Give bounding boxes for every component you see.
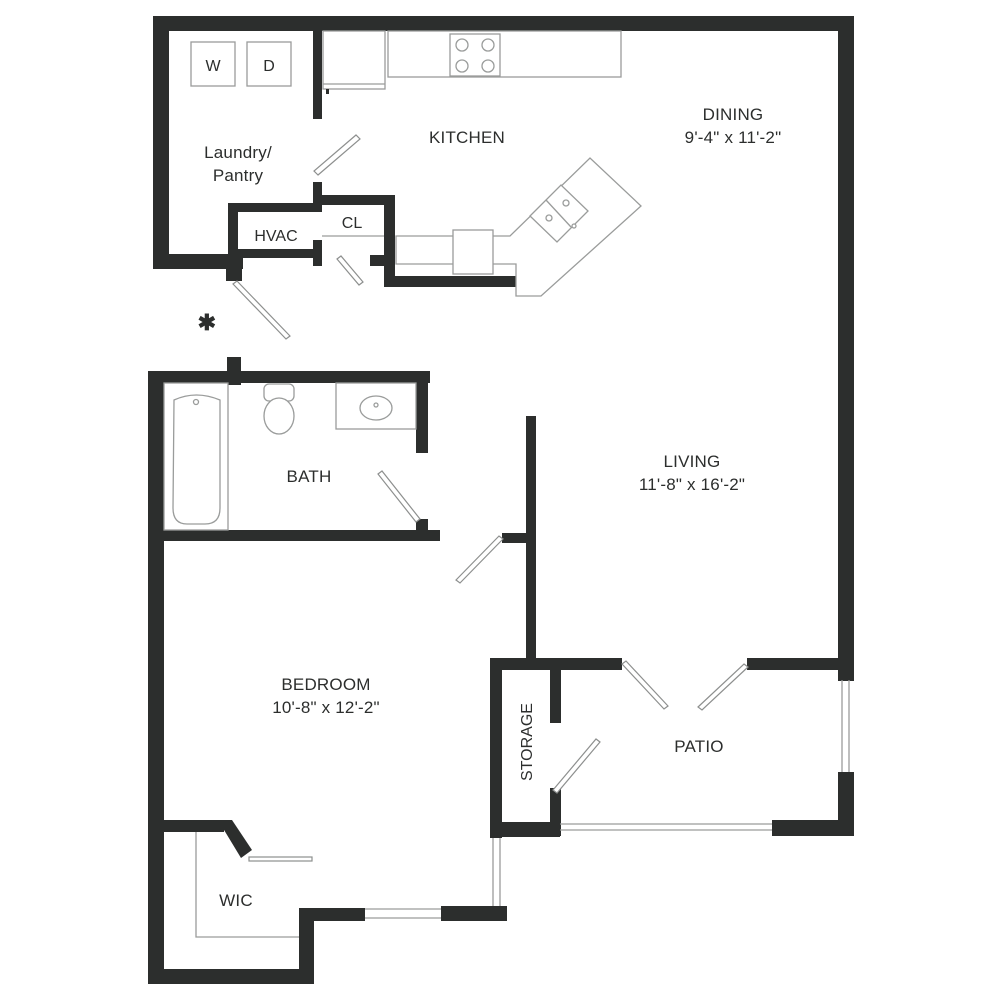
fixtures xyxy=(163,30,642,531)
dining-label: DINING xyxy=(703,105,764,124)
washer-label: W xyxy=(205,58,221,75)
lower-walls xyxy=(148,357,854,984)
room-labels: W D Laundry/ Pantry KITCHEN DINING 9'-4"… xyxy=(198,58,782,910)
living-dims: 11'-8" x 16'-2" xyxy=(639,475,745,494)
upper-walls xyxy=(153,16,854,681)
bedroom-label: BEDROOM xyxy=(281,675,370,694)
dryer-label: D xyxy=(263,58,275,75)
living-label: LIVING xyxy=(664,452,721,471)
washer-icon xyxy=(190,41,236,87)
bath-label: BATH xyxy=(287,467,332,486)
laundry-label-line2: Pantry xyxy=(213,166,264,185)
laundry-label-line1: Laundry/ xyxy=(204,143,272,162)
bedroom-dims: 10'-8" x 12'-2" xyxy=(272,698,380,717)
storage-label: STORAGE xyxy=(519,703,536,781)
closet-label: CL xyxy=(342,215,363,232)
dryer-icon xyxy=(246,41,292,87)
entry-marker: ✱ xyxy=(198,310,217,335)
doors xyxy=(232,134,749,862)
kitchen-label: KITCHEN xyxy=(429,128,505,147)
patio-label: PATIO xyxy=(674,737,724,756)
dining-dims: 9'-4" x 11'-2" xyxy=(685,128,782,147)
wic-label: WIC xyxy=(219,891,253,910)
windows xyxy=(195,680,850,938)
hvac-label: HVAC xyxy=(254,228,297,245)
